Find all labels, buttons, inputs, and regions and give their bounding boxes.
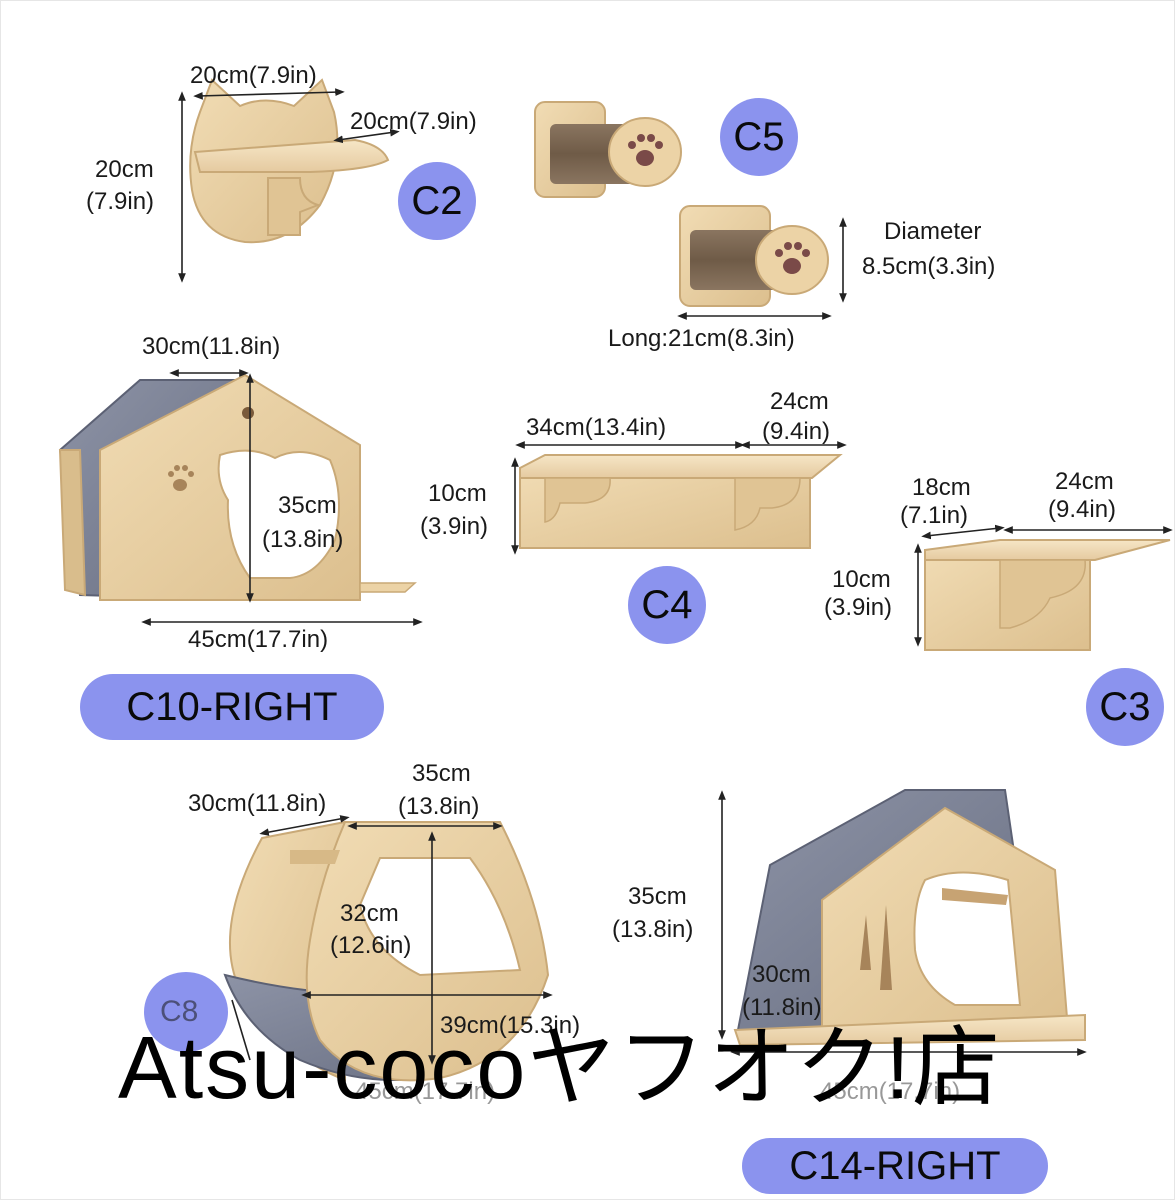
c2-badge: C2	[398, 162, 476, 240]
c5-diameter-label: Diameter	[884, 218, 982, 245]
c8-inner-cm-label: 32cm	[340, 900, 399, 927]
c3-height-cm-label: 10cm	[832, 566, 891, 593]
c14-width-partial-label: 45cm(17.7in)	[820, 1078, 961, 1105]
c14-height-in-label: (13.8in)	[612, 916, 694, 943]
c8-badge-shape	[144, 972, 228, 1052]
c14-depth-cm-label: 30cm	[752, 961, 811, 988]
store-watermark: Atsu-cocoヤフオク!店	[118, 1018, 1002, 1117]
c2-depth-label: 20cm(7.9in)	[350, 108, 477, 135]
c10-height-in-label: (13.8in)	[262, 526, 344, 553]
c8-width-partial-label: 45cm(17.7in)	[355, 1078, 496, 1105]
c3-depth-cm-label: 24cm	[1055, 468, 1114, 495]
c8-depth-label: 30cm(11.8in)	[188, 790, 327, 817]
c5-badge: C5	[720, 98, 798, 176]
c5-length-label: Long:21cm(8.3in)	[608, 325, 795, 352]
c10-depth-label: 30cm(11.8in)	[142, 333, 281, 360]
c8-bottom-label: 39cm(15.3in)	[440, 1012, 581, 1039]
c3-width-in-label: (7.1in)	[900, 502, 969, 529]
c3-height-in-label: (3.9in)	[824, 594, 893, 621]
c5-diameter-value: 8.5cm(3.3in)	[862, 253, 996, 280]
c2-width-label: 20cm(7.9in)	[190, 62, 317, 89]
c8-badge-partial: C8	[160, 995, 199, 1028]
c3-width-cm-label: 18cm	[912, 474, 971, 501]
c4-height-cm-label: 10cm	[428, 480, 487, 507]
c4-badge: C4	[628, 566, 706, 644]
c5-post-lower-illustration	[677, 205, 847, 320]
c10-badge: C10-RIGHT	[80, 674, 384, 740]
c3-depth-in-label: (9.4in)	[1048, 496, 1117, 523]
c4-width-label: 34cm(13.4in)	[526, 414, 667, 441]
c8-top-cm-label: 35cm	[412, 760, 471, 787]
c10-width-label: 45cm(17.7in)	[188, 626, 329, 653]
c14-depth-in-label: (11.8in)	[742, 994, 822, 1021]
c4-depth-in-label: (9.4in)	[762, 418, 831, 445]
c3-badge: C3	[1086, 668, 1164, 746]
c2-shelf-illustration	[178, 78, 400, 283]
c14-height-cm-label: 35cm	[628, 883, 687, 910]
c10-house-illustration	[58, 369, 423, 626]
c14-badge: C14-RIGHT	[742, 1138, 1048, 1194]
c2-height-in-label: (7.9in)	[86, 188, 155, 215]
c8-rocker-illustration	[223, 815, 553, 1082]
c4-shelf-illustration	[511, 441, 847, 555]
c14-house-illustration	[718, 789, 1087, 1056]
c2-height-cm-label: 20cm	[95, 156, 154, 183]
c8-top-in-label: (13.8in)	[398, 793, 480, 820]
c5-post-upper-illustration	[534, 101, 682, 198]
c4-height-in-label: (3.9in)	[420, 513, 489, 540]
c10-height-cm-label: 35cm	[278, 492, 337, 519]
c4-depth-cm-label: 24cm	[770, 388, 829, 415]
c3-shelf-illustration	[914, 524, 1173, 651]
c8-inner-in-label: (12.6in)	[330, 932, 412, 959]
